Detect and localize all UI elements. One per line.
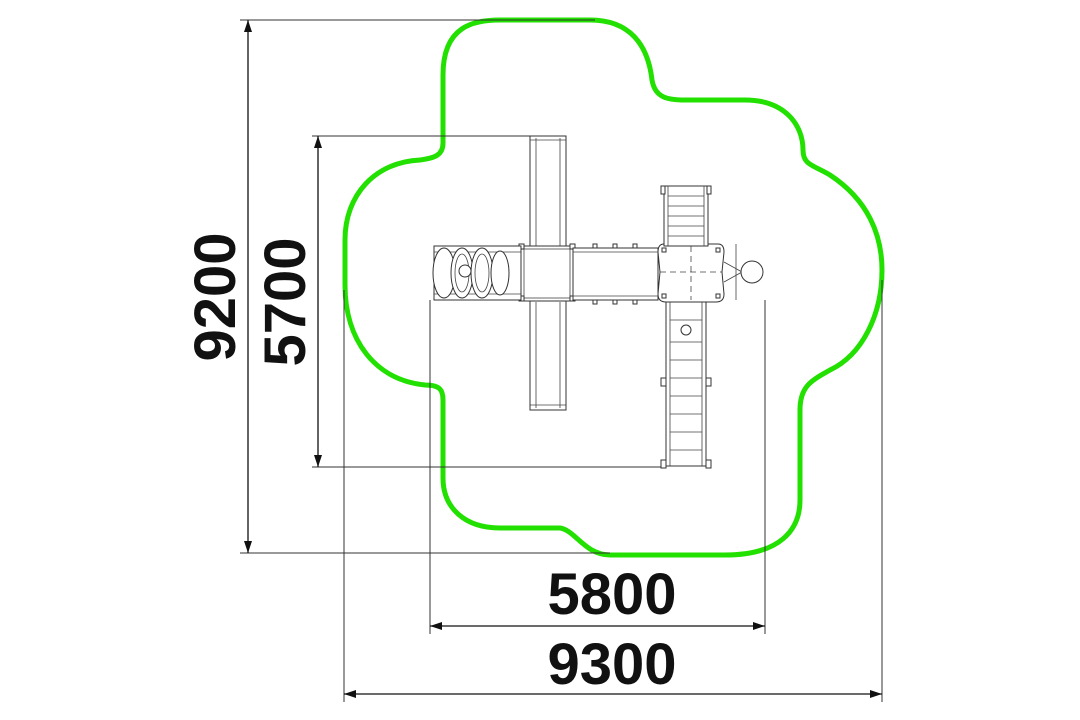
crawl-tunnel <box>432 245 522 301</box>
bridge-walkway <box>572 243 659 305</box>
dimension-lines <box>244 20 882 698</box>
lower-slide <box>529 299 567 411</box>
extension-lines <box>240 19 883 702</box>
lower-climbing-ladder <box>660 301 712 469</box>
steering-wheel <box>723 244 764 300</box>
inner-width-label: 5800 <box>547 562 676 627</box>
safety-zone-outline <box>342 17 885 558</box>
upper-slide <box>529 135 567 249</box>
inner-height-label: 5700 <box>253 237 318 366</box>
right-tower <box>657 243 725 303</box>
play-equipment-plan <box>432 135 764 469</box>
outer-height-label: 9200 <box>183 232 248 361</box>
top-ladder <box>660 185 712 247</box>
outer-width-label: 9300 <box>547 632 676 697</box>
central-tower-platform <box>518 243 576 302</box>
